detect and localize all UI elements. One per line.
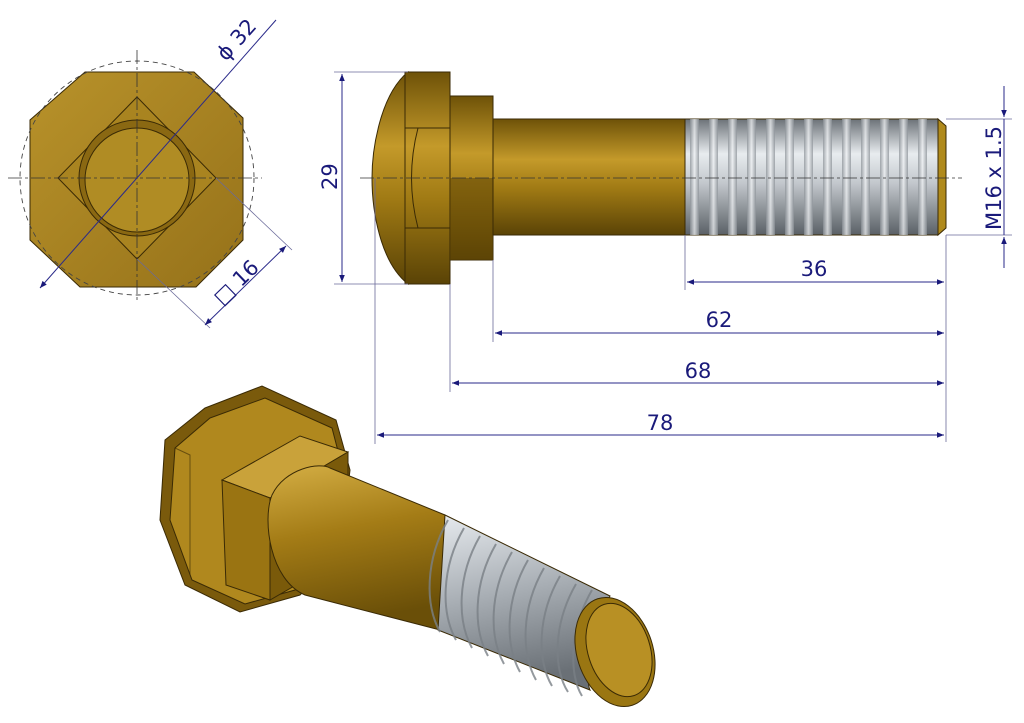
thread-ribs	[690, 119, 927, 235]
diameter-dim-line	[39, 19, 277, 289]
side-dimensions: 29 M16 x 1.5 36 62 68 78	[318, 71, 1012, 444]
thread-length-label: 36	[801, 257, 828, 281]
iso-end-face	[585, 602, 653, 698]
square-ext-1	[215, 177, 293, 251]
head-height-label: 29	[318, 163, 342, 190]
under-head-length-label: 68	[685, 359, 712, 383]
shank-length-label: 62	[706, 308, 733, 332]
square-dim-line	[204, 245, 287, 326]
thread-label: M16 x 1.5	[982, 126, 1006, 230]
isometric-view	[159, 385, 656, 708]
square-ext-2	[136, 258, 211, 329]
iso-shank	[267, 465, 446, 631]
end-view: ϕ 32 □ 16	[8, 14, 293, 329]
shank	[492, 118, 686, 236]
overall-length-label: 78	[647, 411, 674, 435]
side-view	[360, 70, 962, 286]
square-neck-shade	[450, 178, 493, 260]
thread-chamfer	[937, 117, 947, 237]
diameter-label: ϕ 32	[212, 14, 261, 65]
iso-thread-ribs	[428, 519, 593, 697]
